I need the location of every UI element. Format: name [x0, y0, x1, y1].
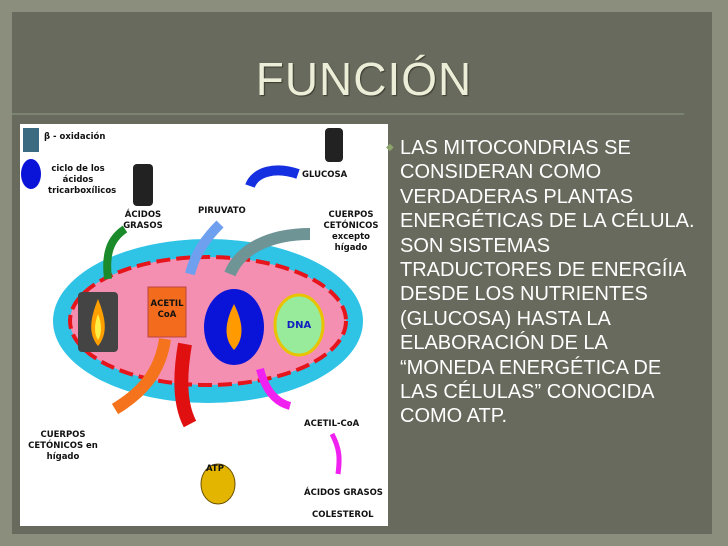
beta-oxidation-stack-icon — [78, 292, 118, 352]
label-cuerpos-excepto: CUERPOS CETÓNICOS excepto hígado — [323, 210, 379, 253]
mitochondria-diagram: β - oxidación ciclo de los ácidos tricar… — [20, 124, 388, 526]
acetil-coa-box — [147, 286, 187, 338]
acetil-out-arrow — [256, 367, 292, 410]
label-piruvato: PIRUVATO — [198, 206, 246, 216]
label-glucosa: GLUCOSA — [302, 170, 348, 180]
barrel-icon — [325, 128, 343, 162]
label-acidos-grasos-out: ÁCIDOS GRASOS — [304, 488, 383, 498]
title-divider — [12, 113, 684, 115]
cetonicos-arrow — [111, 337, 171, 415]
label-atp: ATP — [206, 464, 224, 474]
mitochondria-illustration — [21, 128, 363, 505]
legend-beta: β - oxidación — [44, 132, 106, 142]
barrel-icon — [133, 164, 153, 206]
piruvato-arrow — [185, 220, 224, 276]
label-acidos-grasos-in: ÁCIDOS GRASOS — [123, 210, 163, 231]
bullet-icon: ◆ — [386, 142, 394, 153]
label-acetil-coa-out: ACETIL-CoA — [304, 419, 360, 429]
dna-circle — [273, 293, 325, 357]
slide-title: FUNCIÓN — [255, 53, 473, 105]
glucosa-arrow — [245, 165, 300, 189]
label-dna: DNA — [286, 320, 312, 331]
acidos-arrow — [103, 225, 128, 280]
label-acetil-coa-box: ACETIL CoA — [150, 299, 184, 320]
grasos-arrow — [329, 432, 342, 475]
slide-body-text: LAS MITOCONDRIAS SE CONSIDERAN COMO VERD… — [400, 137, 695, 428]
label-colesterol: COLESTEROL — [312, 510, 374, 520]
legend-cycle: ciclo de los ácidos tricarboxílicos — [48, 164, 117, 196]
cycle-legend-icon — [21, 159, 41, 189]
label-cuerpos-higado: CUERPOS CETÓNICOS en hígado — [28, 430, 98, 462]
atp-coins-icon — [200, 463, 236, 505]
beta-legend-icon — [23, 128, 39, 152]
cuerpos-arrow — [224, 228, 311, 277]
atp-arrow — [174, 342, 197, 428]
